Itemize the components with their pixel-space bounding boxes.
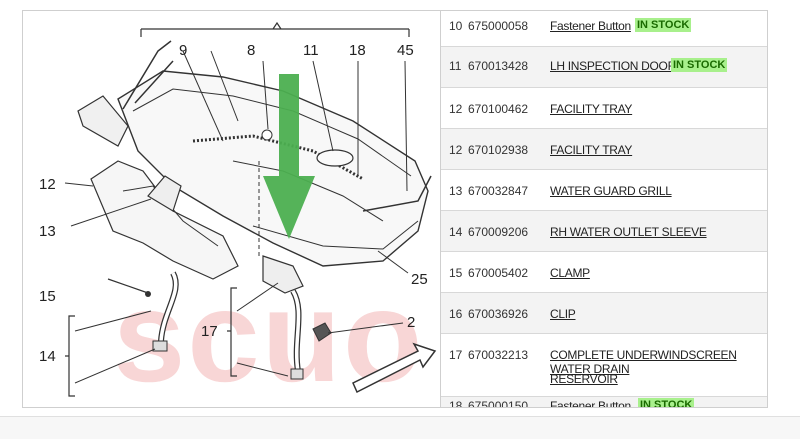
callout-13: 13: [39, 223, 56, 240]
part-row: 12 670100462 FACILITY TRAY: [441, 88, 767, 129]
highlight-arrow-icon: [263, 74, 315, 239]
stock-badge: IN STOCK: [671, 58, 728, 72]
diagram-drawing: 9 8 11 18 45 12 13 15 14 17 2 25: [39, 21, 437, 397]
part-link[interactable]: WATER GUARD GRILL: [550, 184, 672, 198]
part-row: 10 675000058 Fastener Button IN STOCK: [441, 11, 767, 47]
callout-8: 8: [247, 42, 255, 59]
exploded-parts-diagram: scuo: [23, 11, 441, 407]
part-row: 13 670032847 WATER GUARD GRILL: [441, 170, 767, 211]
part-link[interactable]: FACILITY TRAY: [550, 143, 633, 157]
part-link[interactable]: LH INSPECTION DOOR: [550, 59, 676, 73]
callout-9: 9: [179, 42, 187, 59]
part-row: 15 670005402 CLAMP: [441, 252, 767, 293]
part-row: 11 670013428 LH INSPECTION DOOR IN STOCK: [441, 47, 767, 88]
callout-15: 15: [39, 288, 56, 305]
part-row: 16 670036926 CLIP: [441, 293, 767, 334]
stock-badge: IN STOCK: [638, 398, 695, 407]
callout-17: 17: [201, 323, 218, 340]
part-row: 17 670032213 COMPLETE UNDERWINDSCREEN WA…: [441, 334, 767, 397]
callout-14: 14: [39, 348, 56, 365]
part-link[interactable]: Fastener Button: [550, 19, 631, 33]
callout-45: 45: [397, 42, 414, 59]
parts-list: 10 675000058 Fastener Button IN STOCK 11…: [441, 11, 767, 408]
callout-11: 11: [303, 42, 319, 59]
part-link-continued[interactable]: RESERVOIR: [550, 372, 618, 386]
part-link[interactable]: Fastener Button: [550, 399, 631, 408]
part-row: 12 670102938 FACILITY TRAY: [441, 129, 767, 170]
part-row: 18 675000150 Fastener Button IN STOCK: [441, 397, 767, 408]
part-link[interactable]: FACILITY TRAY: [550, 102, 633, 116]
callout-25: 25: [411, 271, 428, 288]
callout-12: 12: [39, 176, 56, 193]
callout-18: 18: [349, 42, 366, 59]
bottom-bar: [0, 416, 800, 439]
callout-2: 2: [407, 314, 415, 331]
part-link[interactable]: CLAMP: [550, 266, 590, 280]
part-row: 14 670009206 RH WATER OUTLET SLEEVE: [441, 211, 767, 252]
part-link[interactable]: RH WATER OUTLET SLEEVE: [550, 225, 707, 239]
stock-badge: IN STOCK: [635, 18, 692, 32]
part-link[interactable]: CLIP: [550, 307, 576, 321]
parts-catalog-frame: scuo: [22, 10, 768, 408]
part-link[interactable]: COMPLETE UNDERWINDSCREEN WATER DRAIN: [550, 348, 737, 376]
